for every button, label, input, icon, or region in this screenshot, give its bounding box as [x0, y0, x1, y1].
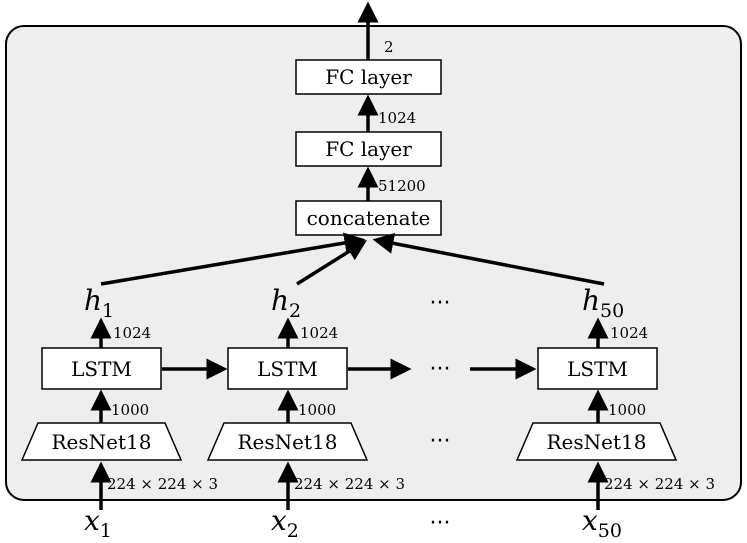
resnet-block-2	[206, 422, 369, 461]
input-x1: x1	[84, 504, 112, 542]
hidden-state-h1: h1	[84, 284, 114, 322]
input1-dim-label: 224 × 224 × 3	[107, 475, 218, 493]
hidden-state-h50: h50	[582, 284, 624, 322]
lstm-label-50: LSTM	[567, 357, 628, 381]
resnet-label-50: ResNet18	[547, 430, 647, 454]
fc-to-fc-dim-label: 1024	[378, 109, 416, 127]
h2-to-concat-arrow	[296, 240, 367, 286]
lstm-label-1: LSTM	[71, 357, 132, 381]
lstm50-dim-label: 1024	[610, 324, 648, 342]
resnet-block-1	[20, 422, 183, 461]
concatenate-box	[295, 200, 442, 236]
output-dim-label: 2	[384, 38, 394, 56]
lstm-box-1	[41, 347, 162, 390]
h1-to-concat-arrow	[100, 232, 366, 286]
lstm2-dim-label: 1024	[300, 324, 338, 342]
fc-layer-top-box	[295, 59, 442, 95]
lstm1-dim-label: 1024	[113, 324, 151, 342]
fc-layer-mid-box	[295, 131, 442, 167]
resnet2-dim-label: 1000	[298, 401, 336, 419]
fc-layer-top-label: FC layer	[325, 65, 412, 89]
resnet-label-2: ResNet18	[238, 430, 338, 454]
input50-dim-label: 224 × 224 × 3	[604, 475, 715, 493]
hidden-ellipsis: ···	[430, 291, 451, 316]
resnet50-dim-label: 1000	[608, 401, 646, 419]
resnet-ellipsis: ···	[430, 429, 451, 454]
hidden-state-h2: h2	[271, 284, 301, 322]
concatenate-label: concatenate	[307, 206, 431, 230]
fc-layer-mid-label: FC layer	[325, 137, 412, 161]
resnet-block-50	[515, 422, 678, 461]
lstm-box-50	[537, 347, 658, 390]
input2-dim-label: 224 × 224 × 3	[294, 475, 405, 493]
resnet1-dim-label: 1000	[111, 401, 149, 419]
input-ellipsis: ···	[430, 511, 451, 536]
concat-to-fc-dim-label: 51200	[378, 177, 426, 195]
lstm-label-2: LSTM	[257, 357, 318, 381]
lstm-box-2	[227, 347, 348, 390]
h50-to-concat-arrow	[372, 233, 605, 286]
lstm-ellipsis: ···	[430, 357, 451, 382]
input-x50: x50	[582, 504, 622, 542]
resnet-label-1: ResNet18	[52, 430, 152, 454]
input-x2: x2	[271, 504, 299, 542]
